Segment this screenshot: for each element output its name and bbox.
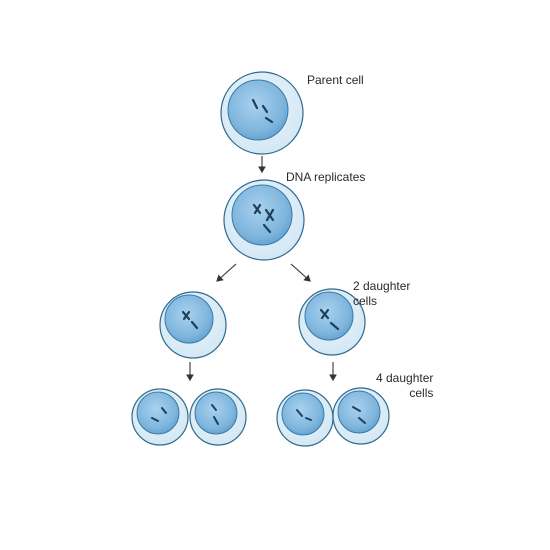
daughter-cell-left	[159, 291, 227, 359]
parent-cell	[220, 71, 304, 155]
arrow-to-right-daughter	[290, 263, 311, 282]
granddaughter-cell-1	[131, 388, 189, 446]
chromosomes	[252, 203, 275, 234]
replicated-cell	[223, 179, 305, 261]
granddaughter-cell-4	[332, 387, 390, 445]
chromosomes	[251, 98, 274, 124]
label-two-daughter-cells: 2 daughter cells	[353, 279, 411, 308]
label-dna-replicates: DNA replicates	[286, 170, 366, 184]
daughter-cell-right	[298, 288, 366, 356]
label-parent-cell: Parent cell	[307, 73, 364, 87]
label-four-daughter-cells: 4 daughter cells	[376, 371, 434, 400]
granddaughter-cell-3	[276, 389, 334, 447]
granddaughter-cell-2	[189, 388, 247, 446]
arrow-to-left-daughter	[216, 263, 237, 282]
arrows	[186, 156, 337, 382]
